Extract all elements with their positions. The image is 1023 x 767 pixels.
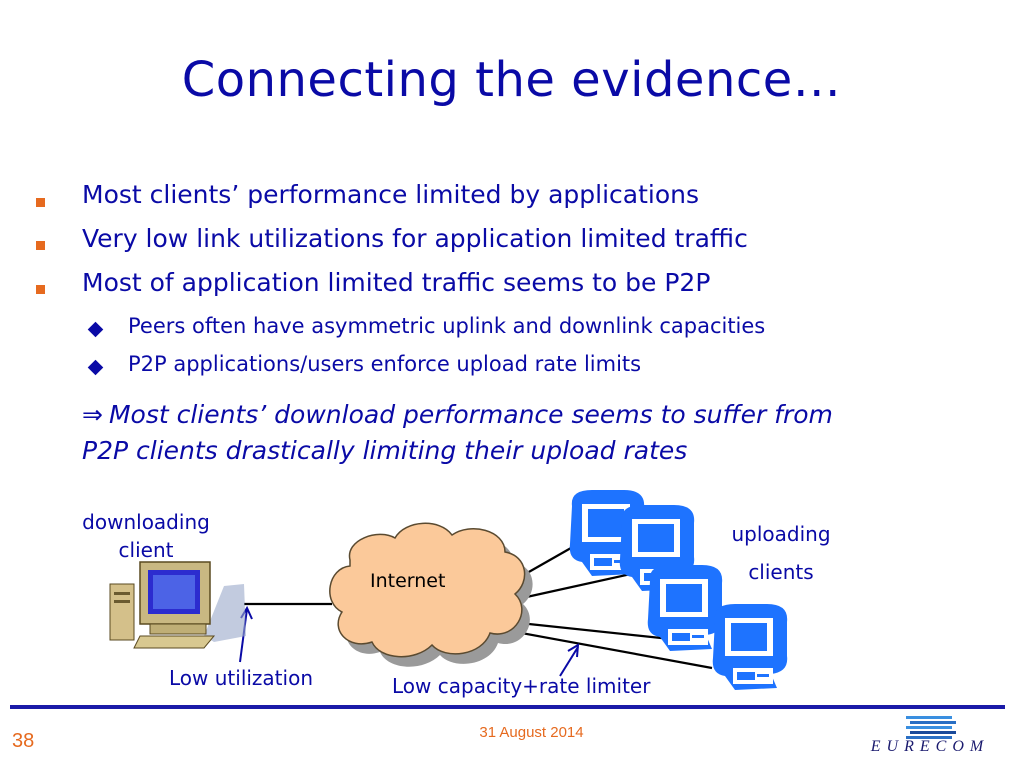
cloud-icon [329, 522, 533, 667]
uploading-clients-label-line-1: uploading [731, 522, 831, 546]
footer-rule [10, 705, 1005, 709]
uploading-clients-label-line-2: clients [748, 560, 814, 584]
slide-title: Connecting the evidence… [181, 52, 842, 108]
conclusion-line-2: P2P clients drastically limiting their u… [82, 436, 688, 465]
low-capacity-label: Low capacity+rate limiter [392, 674, 651, 698]
uploader-link-line-2 [521, 570, 641, 600]
downloading-client-label: downloading client [82, 510, 210, 562]
desktop-computer-icon [109, 561, 246, 649]
network-diagram [109, 490, 788, 690]
diamond-bullet-icon [87, 359, 104, 376]
bullet-item: Most clients’ performance limited by app… [82, 180, 700, 209]
bullet-item: Most of application limited traffic seem… [82, 268, 711, 297]
sub-bullet-item: Peers often have asymmetric uplink and d… [128, 314, 766, 338]
eurecom-logo: EURECOM [860, 714, 1000, 762]
uploader-link-line-3 [509, 620, 681, 642]
square-bullet-icon [36, 198, 45, 207]
logo-text: EURECOM [870, 738, 990, 755]
low-utilization-label: Low utilization [169, 666, 313, 690]
conclusion-text: ⇒Most clients’ download performance seem… [82, 397, 982, 469]
square-bullet-icon [36, 241, 45, 250]
uploader-link-line-4 [504, 628, 713, 670]
connection-lines [244, 539, 713, 670]
conclusion-line-1: Most clients’ download performance seems… [108, 400, 833, 429]
internet-label: Internet [370, 570, 446, 592]
page-number: 38 [12, 730, 35, 752]
bullet-list: Most clients’ performance limited by app… [36, 180, 766, 376]
diamond-bullet-icon [87, 321, 104, 338]
square-bullet-icon [36, 285, 45, 294]
implies-arrow-icon: ⇒ [82, 400, 103, 429]
low-capacity-arrow [559, 646, 579, 677]
sub-bullet-item: P2P applications/users enforce upload ra… [128, 352, 642, 376]
workstation-icon [569, 490, 788, 690]
logo-stripes-icon [906, 716, 956, 739]
low-capacity-arrowhead [567, 643, 580, 658]
bullet-item: Very low link utilizations for applicati… [82, 224, 748, 253]
footer-date: 31 August 2014 [479, 724, 584, 741]
